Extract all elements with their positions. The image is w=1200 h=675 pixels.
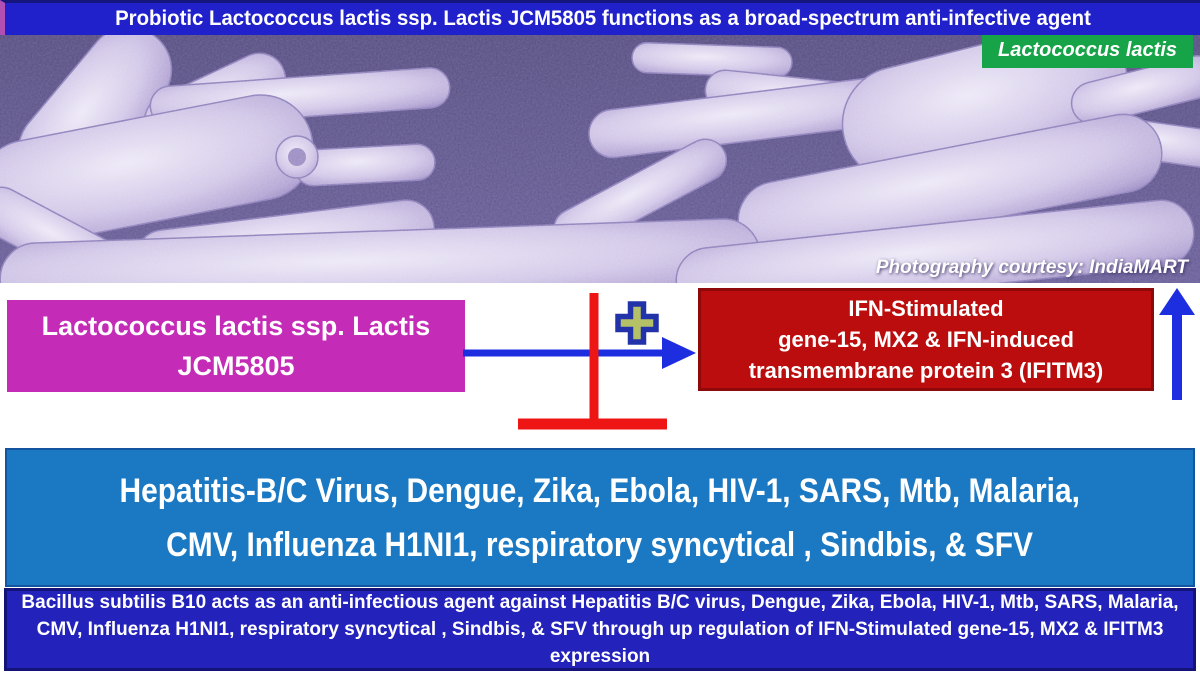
ifn-box-line1: IFN-Stimulated <box>848 296 1004 321</box>
ifn-box: IFN-Stimulated gene-15, MX2 & IFN-induce… <box>698 288 1154 391</box>
photo-credit: Photography courtesy: IndiaMART <box>875 257 1188 278</box>
species-label: Lactococcus lactis <box>982 35 1193 68</box>
ifn-box-line3: transmembrane protein 3 (IFITM3) <box>748 358 1104 383</box>
slide-title: Probiotic Lactococcus lactis ssp. Lactis… <box>114 7 1091 30</box>
probiotic-box-line1: Lactococcus lactis ssp. Lactis <box>41 311 431 341</box>
probiotic-box-line2: JCM5805 <box>177 351 295 381</box>
title-bar: Probiotic Lactococcus lactis ssp. Lactis… <box>0 0 1200 35</box>
inhibition-cross-icon <box>518 293 667 430</box>
summary-text: Bacillus subtilis B10 acts as an anti-in… <box>21 592 1179 667</box>
right-arrow-icon <box>463 337 696 369</box>
bacteria-illustration <box>0 35 1200 283</box>
ifn-box-line2: gene-15, MX2 & IFN-induced <box>778 327 1074 352</box>
pathogen-box: Hepatitis-B/C Virus, Dengue, Zika, Ebola… <box>5 448 1195 587</box>
plus-icon <box>615 301 659 345</box>
bacteria-photo: Lactococcus lactis Photography courtesy:… <box>0 35 1200 283</box>
pathogen-line1: Hepatitis-B/C Virus, Dengue, Zika, Ebola… <box>119 471 1081 510</box>
up-arrow-icon <box>1159 288 1195 400</box>
summary-strip: Bacillus subtilis B10 acts as an anti-in… <box>4 588 1196 671</box>
probiotic-box: Lactococcus lactis ssp. Lactis JCM5805 <box>7 300 465 392</box>
pathogen-line2: CMV, Influenza H1NI1, respiratory syncyt… <box>166 525 1034 564</box>
